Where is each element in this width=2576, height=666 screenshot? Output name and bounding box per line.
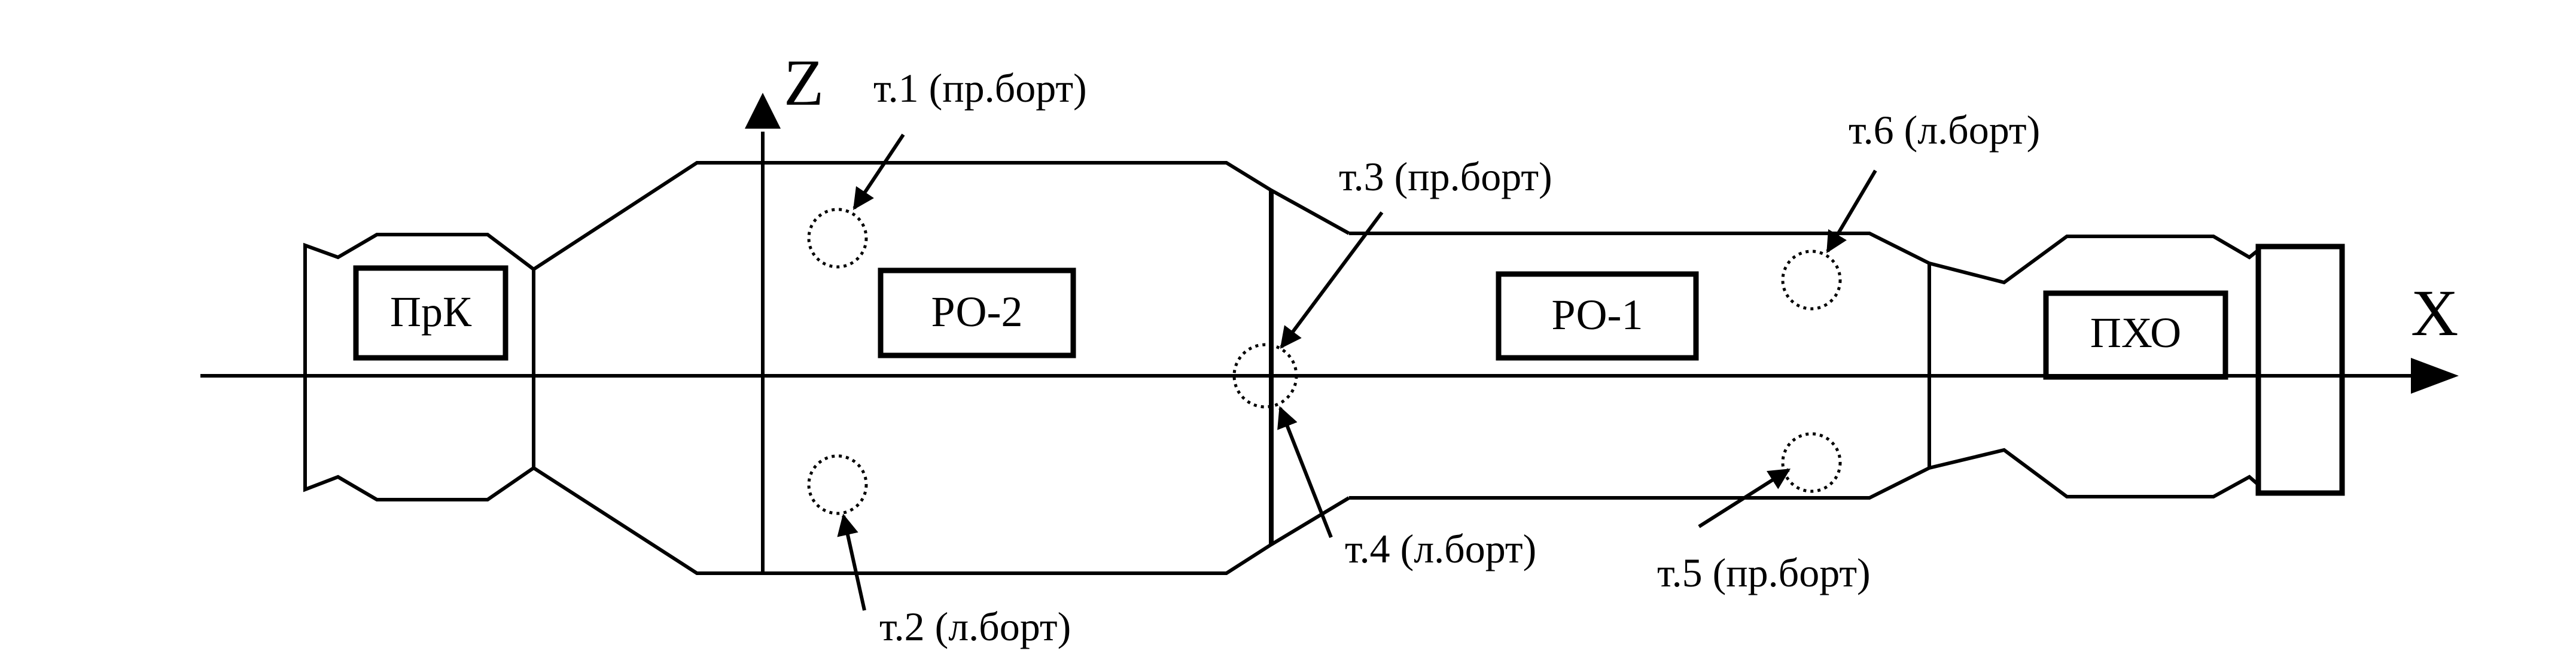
point-2-label: т.2 (л.борт): [879, 604, 1071, 649]
point-5-arrow: [1698, 468, 1791, 528]
point-4-label: т.4 (л.борт): [1345, 526, 1536, 571]
ro2-label: РО-2: [931, 288, 1023, 336]
point-1-arrow: [852, 133, 905, 210]
point-3-label: т.3 (пр.борт): [1339, 154, 1552, 199]
x-axis-label: X: [2411, 276, 2458, 349]
pho-label: ПХО: [2090, 309, 2181, 357]
pho-outline-top: [1929, 235, 2260, 285]
point-4-arrow: [1277, 406, 1333, 539]
point-5-marker: [1781, 432, 1842, 493]
ro2-box: [878, 267, 1076, 358]
point-6-arrow: [1826, 169, 1877, 254]
z-axis-label: Z: [784, 46, 824, 119]
point-1-label: т.1 (пр.борт): [873, 65, 1087, 111]
ro1-outline-top: [1349, 232, 1931, 265]
point-2-arrow: [837, 513, 866, 611]
x-axis-arrowhead: [2411, 358, 2459, 394]
point-6-label: т.6 (л.борт): [1849, 107, 2040, 153]
point-2-marker: [807, 454, 868, 515]
pho-end-flange: [2255, 244, 2345, 496]
ro1-outline-bottom: [1349, 466, 1931, 500]
ro1-box: [1496, 271, 1699, 361]
z-axis-arrowhead: [745, 93, 781, 129]
point-3-4-marker: [1232, 343, 1298, 409]
ro2-outline-bottom: [532, 466, 1350, 575]
pho-box: [2043, 290, 2228, 380]
prk-outline-top: [303, 233, 535, 501]
point-3-arrow: [1280, 211, 1384, 349]
prk-box: [353, 265, 508, 361]
point-1-marker: [807, 208, 868, 269]
pho-outline-bottom: [1929, 448, 2260, 498]
ro1-label: РО-1: [1552, 291, 1643, 339]
prk-label: ПрК: [390, 288, 472, 336]
point-5-label: т.5 (пр.борт): [1657, 550, 1871, 595]
point-6-marker: [1781, 250, 1842, 311]
ro2-outline: [532, 161, 1350, 271]
